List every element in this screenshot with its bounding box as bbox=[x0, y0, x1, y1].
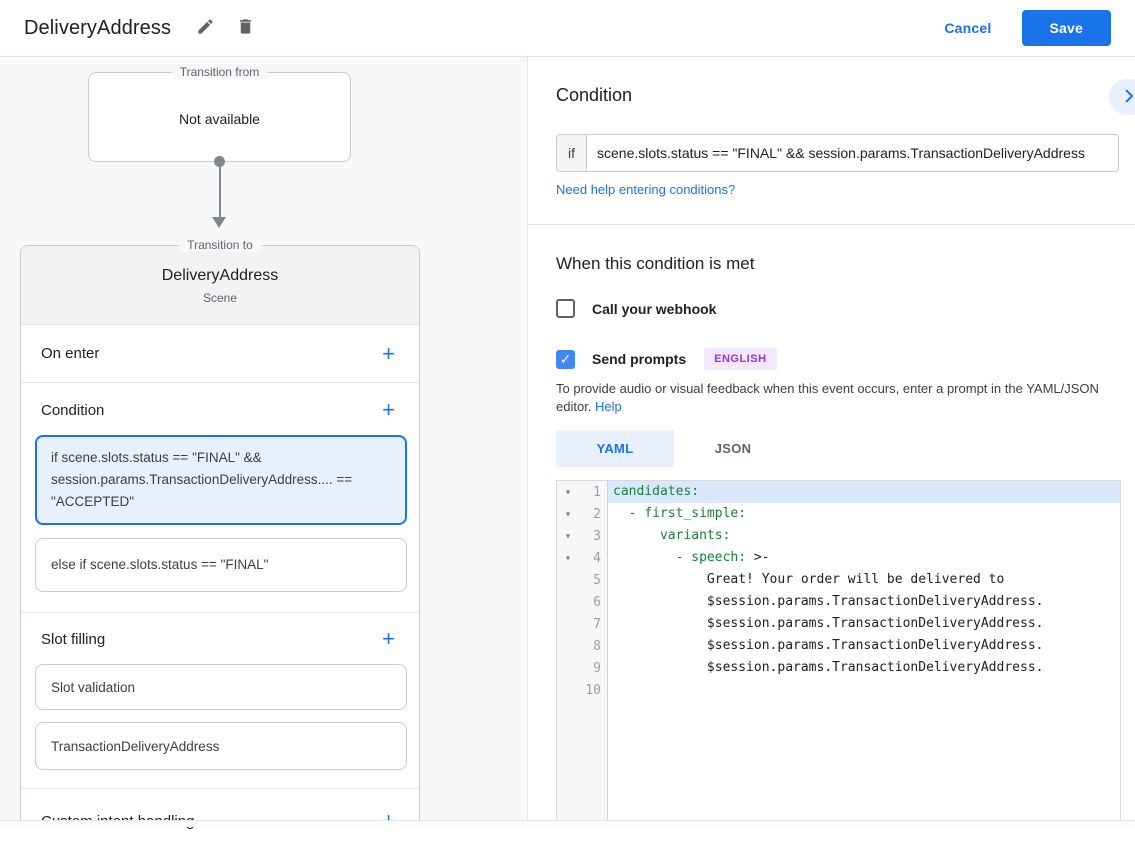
tab-yaml[interactable]: YAML bbox=[556, 430, 674, 467]
code-line[interactable]: Great! Your order will be delivered to bbox=[706, 572, 1005, 587]
connector-line bbox=[218, 161, 221, 219]
line-number: 2 bbox=[593, 506, 601, 522]
scene-card: Transition to DeliveryAddress Scene On e… bbox=[20, 238, 420, 832]
edit-title-button[interactable] bbox=[185, 8, 225, 48]
add-on-enter-button[interactable]: + bbox=[378, 342, 399, 364]
code-line[interactable]: variants: bbox=[659, 528, 731, 543]
chevron-right-icon bbox=[1120, 87, 1135, 108]
yaml-editor: ▾ 1 ▾ 2 ▾ 3 ▾ 4 5 6 7 8 9 10 candidates: - first_simp… bbox=[556, 480, 1121, 820]
description-text: To provide audio or visual feedback when… bbox=[556, 381, 1099, 414]
viewport-bottom-strip bbox=[0, 820, 1135, 827]
line-number: 4 bbox=[593, 550, 601, 566]
line-number: 6 bbox=[593, 594, 601, 610]
line-number: 7 bbox=[593, 616, 601, 632]
slot-item[interactable]: Slot validation bbox=[35, 664, 407, 710]
webhook-checkbox[interactable] bbox=[556, 299, 575, 318]
code-line[interactable]: $session.params.TransactionDeliveryAddre… bbox=[706, 660, 1044, 675]
panel-divider bbox=[528, 224, 1135, 225]
collapse-panel-button[interactable] bbox=[1109, 79, 1135, 115]
page-title: DeliveryAddress bbox=[24, 16, 172, 39]
scene-flow-panel: Transition from Not available Transition… bbox=[0, 57, 528, 832]
line-number: 9 bbox=[593, 660, 601, 676]
pencil-icon bbox=[196, 17, 215, 39]
send-prompts-checkbox[interactable]: ✓ bbox=[556, 349, 575, 369]
webhook-label: Call your webhook bbox=[592, 300, 717, 317]
line-number: 10 bbox=[585, 682, 601, 698]
send-prompts-checkbox-row[interactable]: ✓ Send prompts ENGLISH bbox=[556, 348, 777, 370]
connector-arrow-down-icon bbox=[212, 217, 226, 228]
delete-scene-button[interactable] bbox=[225, 8, 265, 48]
on-enter-label: On enter bbox=[41, 345, 100, 362]
save-button[interactable]: Save bbox=[1021, 10, 1111, 46]
send-prompts-label: Send prompts bbox=[592, 351, 687, 367]
language-badge: ENGLISH bbox=[704, 348, 777, 370]
tab-json[interactable]: JSON bbox=[674, 430, 792, 467]
scene-type: Scene bbox=[202, 291, 238, 305]
app-header: DeliveryAddress Cancel Save bbox=[0, 0, 1135, 57]
when-condition-heading: When this condition is met bbox=[556, 254, 755, 273]
code-line[interactable]: $session.params.TransactionDeliveryAddre… bbox=[706, 638, 1044, 653]
line-number: 3 bbox=[593, 528, 601, 544]
add-condition-button[interactable]: + bbox=[378, 399, 399, 421]
code-line[interactable]: - speech: >- bbox=[675, 550, 770, 565]
condition-heading: Condition bbox=[41, 401, 105, 419]
fold-toggle-icon[interactable]: ▾ bbox=[564, 530, 572, 542]
condition-help-link[interactable]: Need help entering conditions? bbox=[556, 182, 736, 197]
transition-from-value: Not available bbox=[179, 111, 260, 127]
code-line[interactable] bbox=[608, 679, 1120, 701]
code-line[interactable]: $session.params.TransactionDeliveryAddre… bbox=[706, 594, 1044, 609]
fold-toggle-icon[interactable]: ▾ bbox=[564, 508, 572, 520]
panel-heading: Condition bbox=[556, 85, 633, 105]
code-line[interactable]: candidates: bbox=[608, 481, 1120, 503]
condition-item-else[interactable]: else if scene.slots.status == "FINAL" bbox=[35, 538, 407, 592]
slot-item[interactable]: TransactionDeliveryAddress bbox=[35, 722, 407, 770]
line-number: 5 bbox=[593, 572, 601, 588]
transition-to-label: Transition to bbox=[179, 238, 261, 252]
slot-filling-heading: Slot filling bbox=[41, 630, 106, 648]
scene-card-header: DeliveryAddress Scene bbox=[21, 246, 419, 324]
condition-expression-input[interactable] bbox=[587, 135, 1118, 171]
fold-toggle-icon[interactable]: ▾ bbox=[564, 552, 572, 564]
transition-from-label: Transition from bbox=[171, 65, 268, 79]
help-link[interactable]: Help bbox=[595, 399, 622, 414]
condition-expression-field: if bbox=[556, 134, 1119, 172]
code-line[interactable]: $session.params.TransactionDeliveryAddre… bbox=[706, 616, 1044, 631]
section-condition: Condition + if scene.slots.status == "FI… bbox=[21, 382, 419, 612]
line-number: 1 bbox=[593, 484, 601, 500]
if-prefix-label: if bbox=[557, 135, 587, 171]
webhook-checkbox-row[interactable]: Call your webhook bbox=[556, 299, 716, 318]
fold-toggle-icon[interactable]: ▾ bbox=[564, 486, 572, 498]
trash-icon bbox=[236, 17, 255, 39]
add-slot-button[interactable]: + bbox=[378, 628, 399, 650]
editor-code-area[interactable]: candidates: - first_simple: variants: - … bbox=[608, 481, 1120, 820]
line-number: 8 bbox=[593, 638, 601, 654]
section-on-enter: On enter + bbox=[21, 324, 419, 382]
prompts-description: To provide audio or visual feedback when… bbox=[556, 380, 1116, 416]
scene-name: DeliveryAddress bbox=[161, 267, 279, 284]
code-line[interactable]: - first_simple: bbox=[628, 506, 747, 521]
editor-gutter: ▾ 1 ▾ 2 ▾ 3 ▾ 4 5 6 7 8 9 10 bbox=[557, 481, 608, 820]
transition-from-box: Transition from Not available bbox=[88, 65, 351, 162]
condition-item-selected[interactable]: if scene.slots.status == "FINAL" && sess… bbox=[35, 435, 407, 525]
condition-editor-panel: Condition if Need help entering conditio… bbox=[528, 57, 1135, 820]
cancel-button[interactable]: Cancel bbox=[932, 11, 1003, 45]
